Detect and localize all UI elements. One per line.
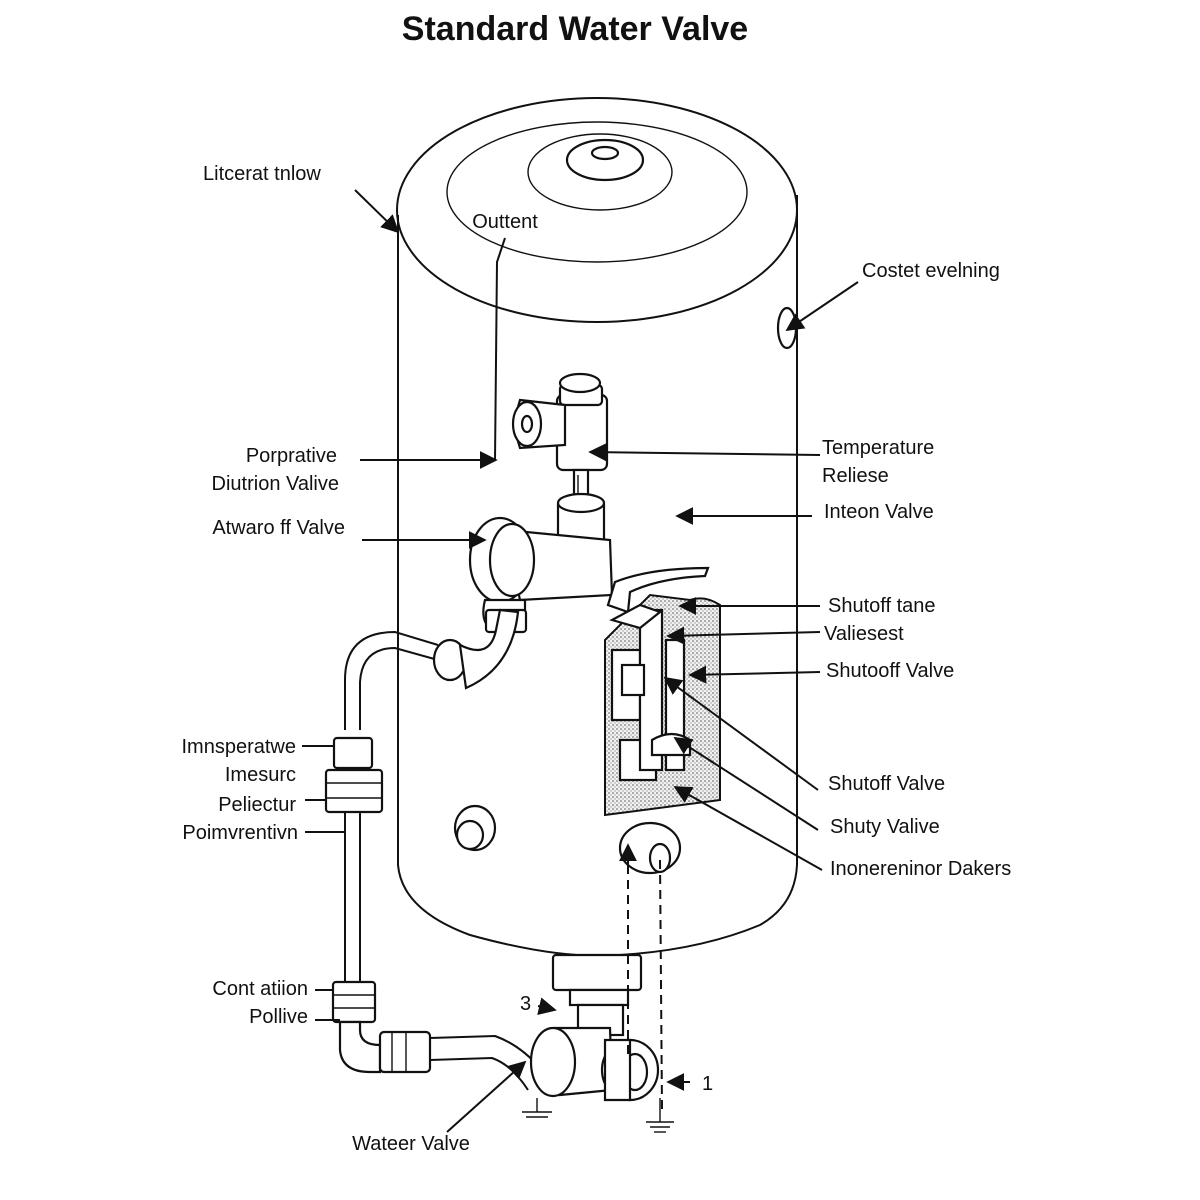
leader-lines bbox=[302, 189, 859, 1133]
dashed-flow-lines bbox=[619, 843, 663, 1111]
label-shutoff-valve-1: Shutooff Valve bbox=[826, 660, 954, 682]
label-num-3: 3 bbox=[520, 993, 531, 1015]
label-shuty-valive: Shuty Valive bbox=[830, 816, 940, 838]
label-atwaro: Atwaro ff Valve bbox=[212, 517, 345, 539]
shutoff-cutaway bbox=[604, 566, 721, 817]
label-outlet: Outtent bbox=[472, 211, 538, 233]
relief-valve bbox=[511, 372, 609, 554]
label-num-1: 1 bbox=[702, 1073, 713, 1095]
front-port bbox=[453, 804, 497, 852]
label-shutoff-valve-2: Shutoff Valve bbox=[828, 773, 945, 795]
label-inonereninor: Inonereninor Dakers bbox=[830, 858, 1011, 880]
label-costet-evelning: Costet evelning bbox=[862, 260, 1000, 282]
diagram-title: Standard Water Valve bbox=[402, 10, 748, 48]
label-porprative-1: Porprative bbox=[246, 445, 337, 467]
label-porprative-2: Diutrion Valive bbox=[212, 473, 339, 495]
label-imnsperatwe-4: Poimvrentivn bbox=[182, 822, 298, 844]
side-port bbox=[776, 306, 798, 350]
label-shutoff-tane-2: Valiesest bbox=[824, 623, 904, 645]
label-literat-inlow: Litcerat tnlow bbox=[203, 163, 321, 185]
label-inteon: Inteon Valve bbox=[824, 501, 934, 523]
label-temperature-2: Reliese bbox=[822, 465, 889, 487]
label-temperature-1: Temperature bbox=[822, 437, 934, 459]
left-pipe bbox=[324, 608, 541, 1091]
drain-assembly bbox=[529, 953, 660, 1102]
label-shutoff-tane-1: Shutoff tane bbox=[828, 595, 936, 617]
label-imnsperatwe-3: Peliectur bbox=[218, 794, 296, 816]
label-imnsperatwe-2: Imesurc bbox=[225, 764, 296, 786]
label-water-valve: Wateer Valve bbox=[352, 1133, 470, 1155]
label-imnsperatwe-1: Imnsperatwe bbox=[182, 736, 297, 758]
label-cont-ation-2: Pollive bbox=[249, 1006, 308, 1028]
ground-symbol-left bbox=[522, 1098, 552, 1118]
ground-symbol-right bbox=[646, 1098, 674, 1133]
label-cont-ation-1: Cont atiion bbox=[212, 978, 308, 1000]
